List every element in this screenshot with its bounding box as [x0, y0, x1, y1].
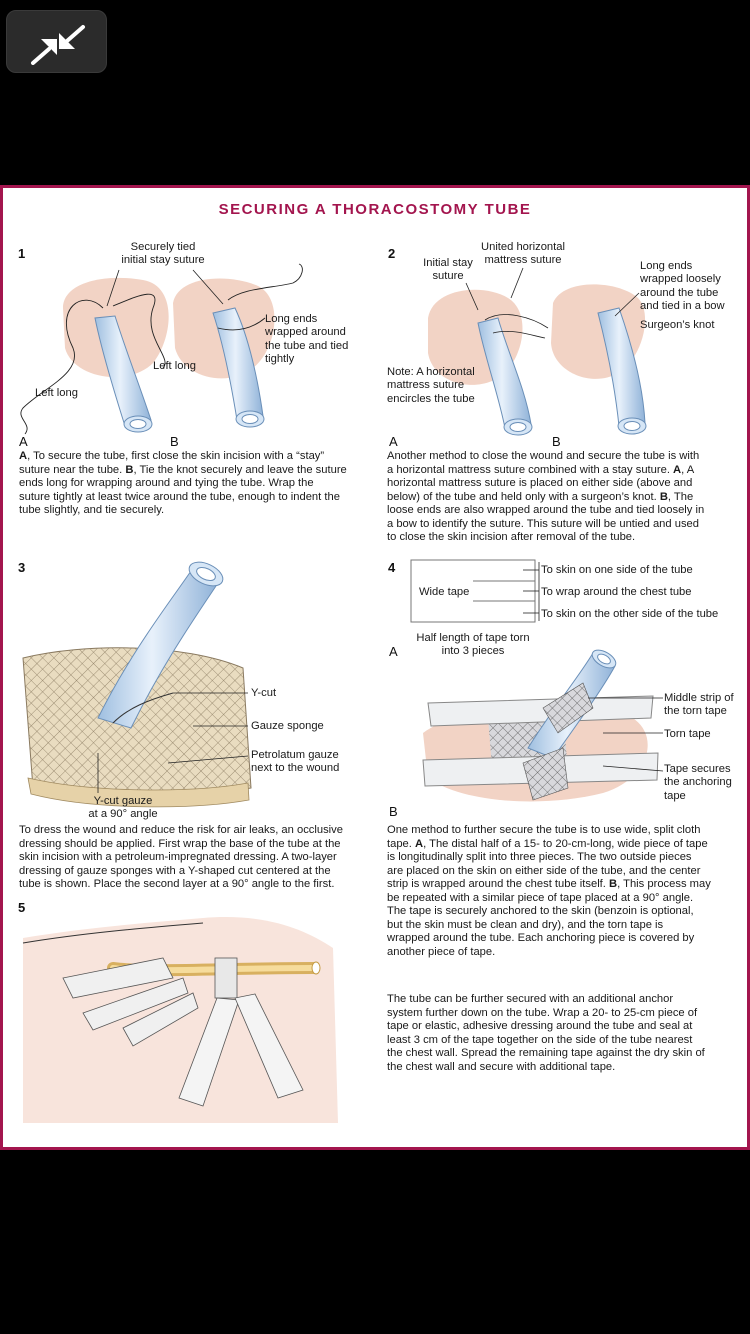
fig3-label-ycut-gauze: Y-cut gauze at a 90° angle — [88, 795, 158, 821]
collapse-arrows-icon — [31, 25, 85, 65]
fig1-label-long-ends: Long ends wrapped around the tube and ti… — [265, 313, 349, 366]
fig4-label-wide: Wide tape — [419, 586, 470, 598]
fig2-number: 2 — [388, 246, 396, 261]
fig4-number: 4 — [388, 560, 396, 575]
fig3-label-gauze: Gauze sponge — [251, 720, 324, 732]
fig4-label-half: Half length of tape torn into 3 pieces — [416, 632, 530, 658]
fig5-illustration — [22, 917, 338, 1123]
fig1-label-left-long-2: Left long — [35, 387, 78, 399]
fig5-number: 5 — [18, 900, 26, 915]
fig2-label-united: United horizontal mattress suture — [481, 241, 565, 267]
fig4-label-side1: To skin on one side of the tube — [541, 564, 693, 576]
fig4-label-torn: Torn tape — [664, 728, 711, 740]
fig2-label-knot: Surgeon’s knot — [640, 319, 715, 331]
collapse-button[interactable] — [6, 10, 107, 73]
fig1-label-secure: Securely tied initial stay suture — [121, 241, 205, 267]
fig3-caption: To dress the wound and reduce the risk f… — [19, 824, 343, 890]
fig3-illustration — [22, 561, 252, 808]
fig2-label-note: Note: A horizontal mattress suture encir… — [387, 366, 475, 405]
fig1-illustration — [20, 263, 303, 435]
fig3-label-petrolatum: Petrolatum gauze next to the wound — [251, 749, 340, 775]
fig1-label-b: B — [170, 434, 179, 449]
fig4-label-secures: Tape secures the anchoring tape — [664, 763, 732, 802]
fig5-caption: The tube can be further secured with an … — [387, 993, 705, 1073]
fig3-number: 3 — [18, 560, 26, 575]
fig1-number: 1 — [18, 246, 26, 261]
fig4-caption: One method to further secure the tube is… — [387, 824, 711, 958]
fig4a-illustration — [410, 559, 540, 623]
document-page: SECURING A THORACOSTOMY TUBE 1 Securely … — [0, 185, 750, 1150]
fig2-label-b: B — [552, 434, 561, 449]
fig4b-illustration — [422, 649, 664, 802]
illustrations — [20, 263, 664, 1123]
fig3-label-ycut: Y-cut — [251, 687, 277, 699]
fig2-illustration — [428, 267, 647, 436]
fig4-label-b: B — [389, 804, 398, 819]
page-title: SECURING A THORACOSTOMY TUBE — [218, 201, 532, 218]
fig2-label-initial: Initial stay suture — [423, 257, 473, 283]
fig1-label-a: A — [19, 434, 28, 449]
fig4-label-middle: Middle strip of the torn tape — [664, 692, 734, 718]
fig4-label-side2: To skin on the other side of the tube — [541, 608, 719, 620]
fig1-caption: A, To secure the tube, first close the s… — [19, 450, 347, 516]
fig1-label-left-long-1: Left long — [153, 360, 196, 372]
fig4-label-a: A — [389, 644, 398, 659]
fig2-label-long-ends: Long ends wrapped loosely around the tub… — [640, 260, 725, 313]
fig2-caption: Another method to close the wound and se… — [387, 450, 705, 543]
fig2-label-a: A — [389, 434, 398, 449]
fig4-label-wrap: To wrap around the chest tube — [541, 586, 692, 598]
